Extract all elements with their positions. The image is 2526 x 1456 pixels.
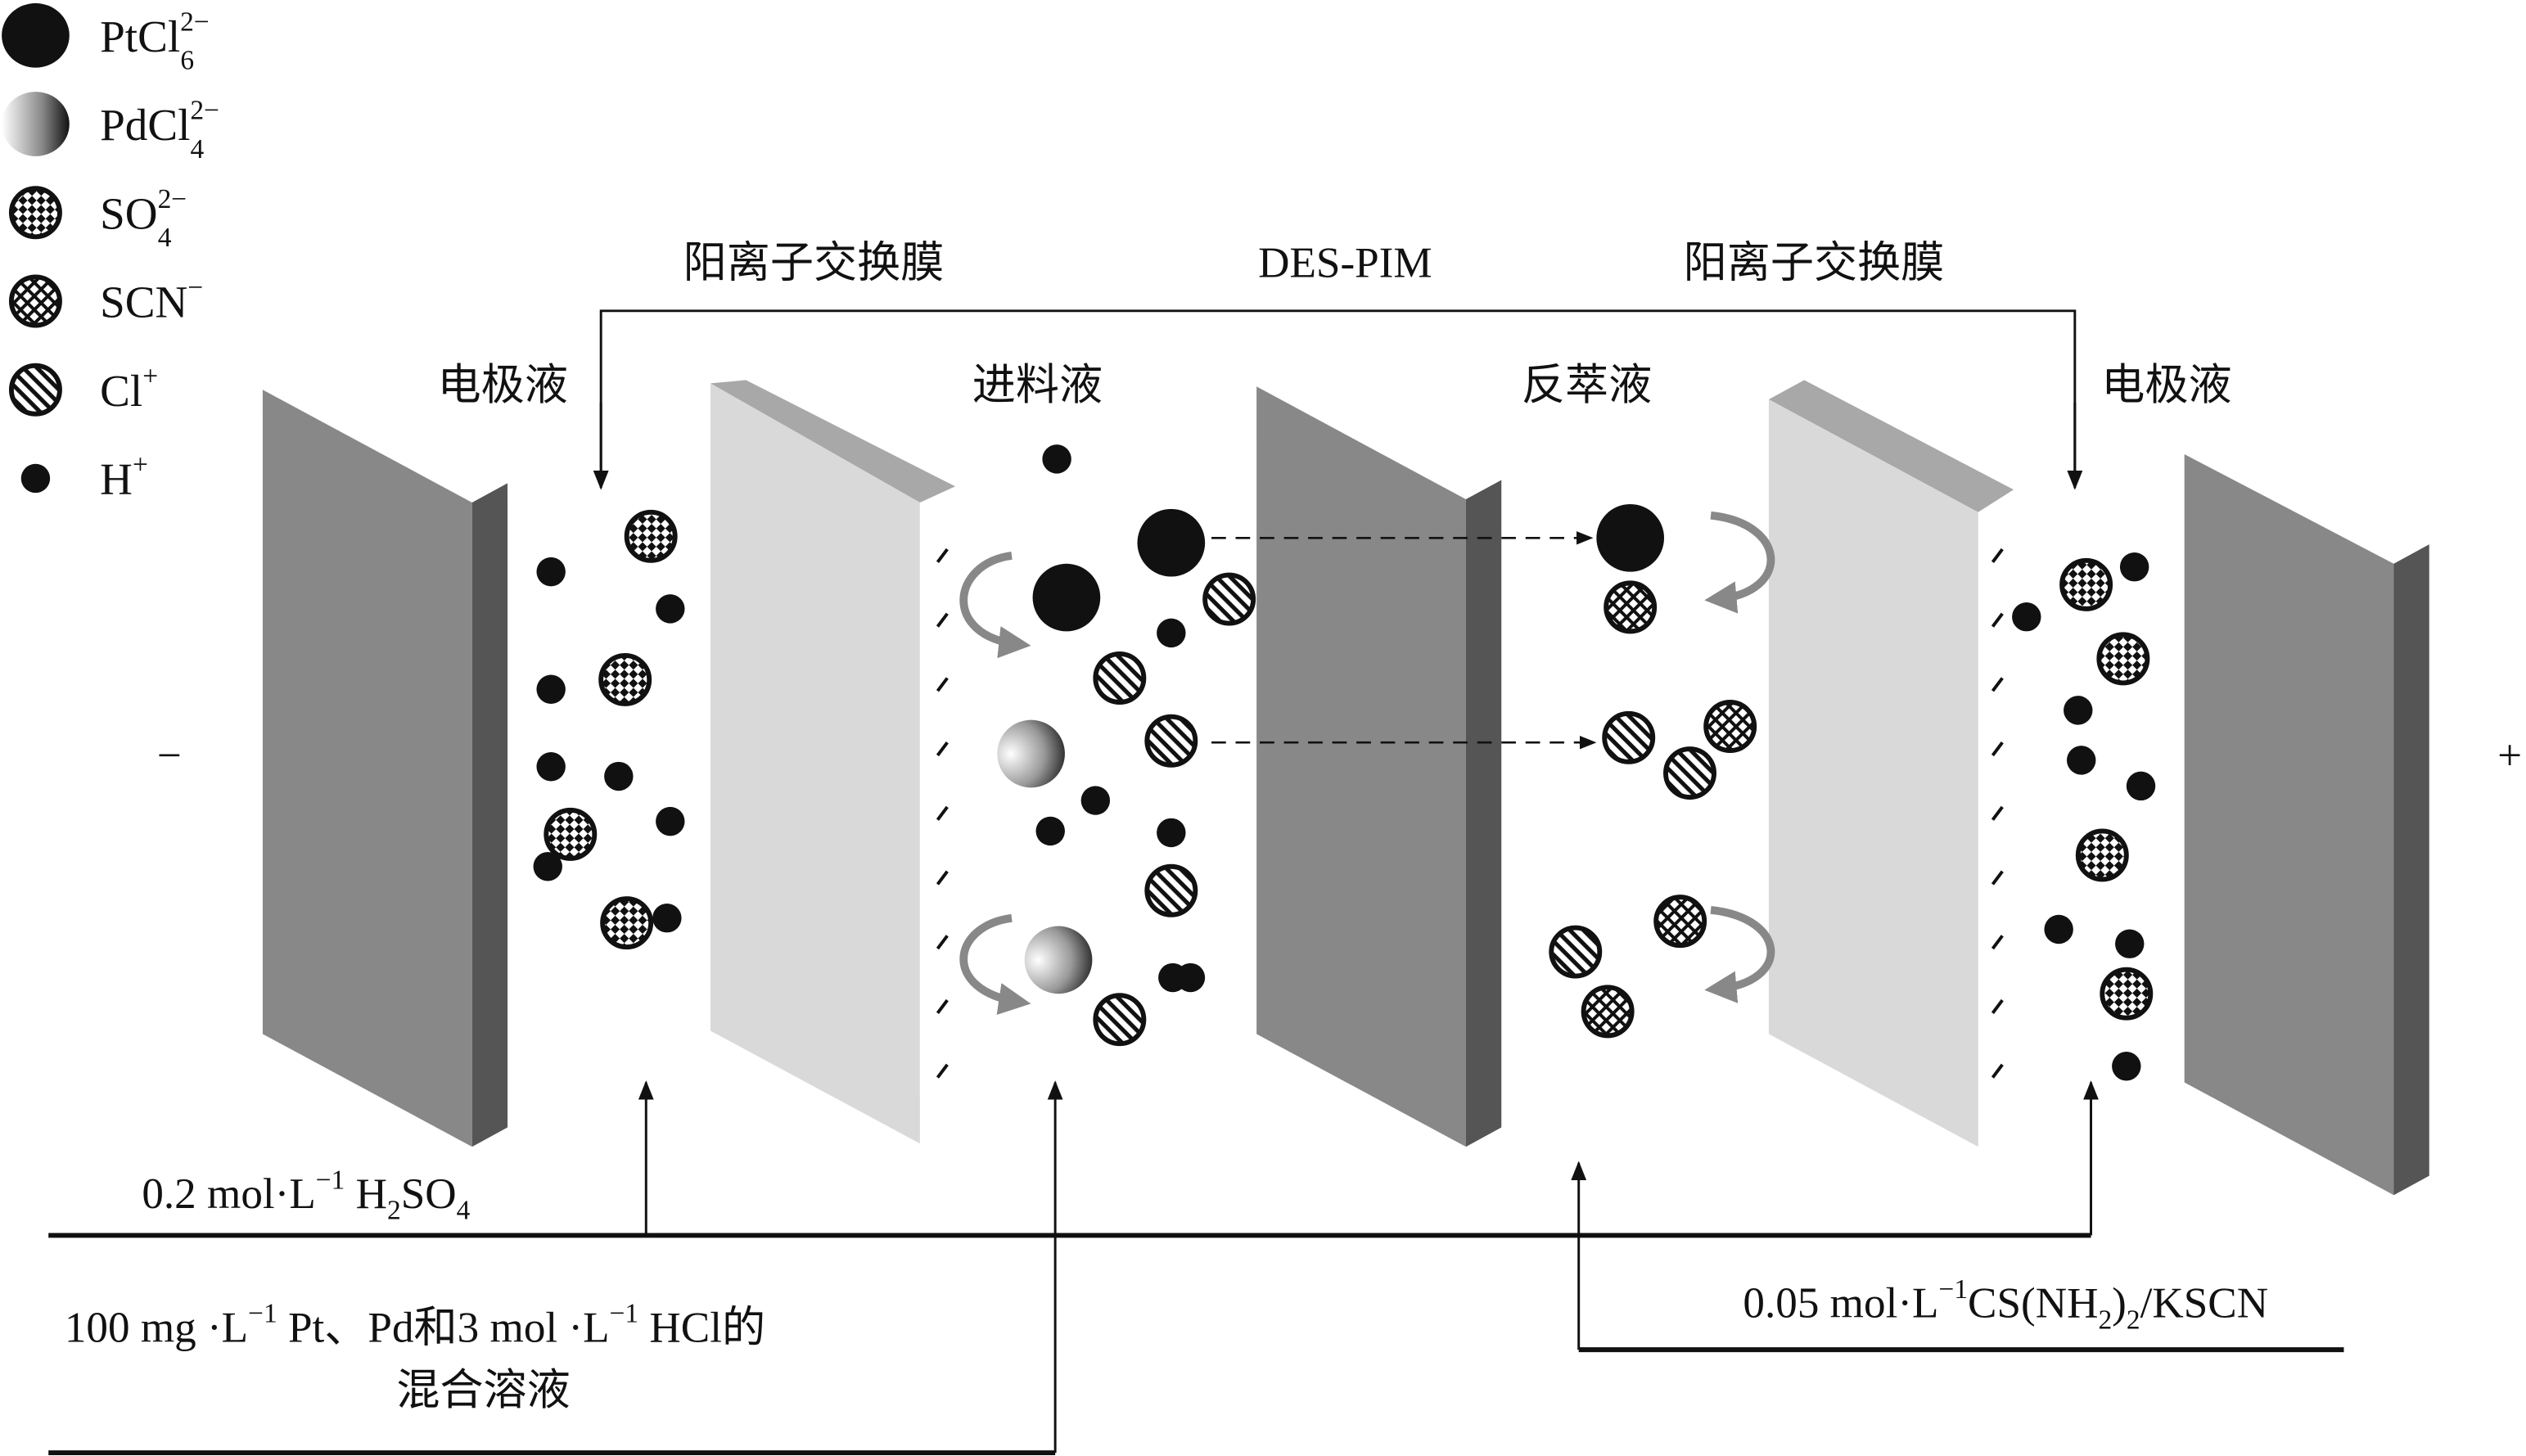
pdcl4-ion xyxy=(1024,926,1093,994)
h-ion xyxy=(2044,914,2073,944)
h-ion xyxy=(656,594,685,624)
label-electrolyte-left: 电极液 xyxy=(437,362,567,409)
cation-exchange-membrane-left xyxy=(710,380,956,1144)
legend-scn-icon xyxy=(8,274,62,328)
membrane-surface-marks xyxy=(936,548,2004,1079)
ion-particles xyxy=(533,444,2156,1081)
feed-solution-label-line2: 混合溶液 xyxy=(396,1367,571,1414)
electrolyte-solution-label: 0.2 mol·L−1 H2SO4 xyxy=(142,1165,470,1225)
cl-ion xyxy=(1144,863,1198,917)
pdcl4-ion xyxy=(997,719,1065,788)
h-ion xyxy=(536,557,566,587)
h-ion xyxy=(2112,1052,2141,1081)
so4-ion xyxy=(2075,828,2129,882)
cl-ion xyxy=(1093,651,1147,705)
h-ion xyxy=(2126,771,2156,801)
so4-ion xyxy=(2100,967,2154,1021)
h-ion xyxy=(656,806,685,836)
legend-label: SCN− xyxy=(100,273,203,327)
h-ion xyxy=(2066,746,2096,775)
ptcl6-ion xyxy=(1137,508,1206,577)
so4-ion xyxy=(2059,557,2113,611)
label-membrane-right: 阳离子交换膜 xyxy=(1684,239,1945,286)
des-pim-membrane xyxy=(1256,386,1502,1147)
label-des-pim: DES-PIM xyxy=(1258,239,1432,286)
so4-ion xyxy=(600,896,654,950)
legend-label: PdCl2−4 xyxy=(100,96,219,165)
scn-ion xyxy=(1703,700,1757,754)
label-electrolyte-right: 电极液 xyxy=(2101,362,2231,409)
h-ion xyxy=(2064,696,2093,725)
scn-ion xyxy=(1581,985,1635,1039)
h-ion xyxy=(2119,552,2149,582)
so4-ion xyxy=(598,652,652,706)
cathode-electrode xyxy=(262,390,508,1147)
legend-label: SO2−4 xyxy=(100,184,187,253)
inlet-lines xyxy=(48,1080,2344,1456)
h-ion xyxy=(1157,818,1186,848)
cl-ion xyxy=(1202,572,1256,626)
h-ion xyxy=(652,904,682,933)
cl-ion xyxy=(1602,710,1656,764)
legend-cl-icon xyxy=(8,363,62,417)
circulation-arrows xyxy=(959,511,1775,1016)
legend-ptcl6-icon xyxy=(2,2,70,68)
legend-label: PtCl2−6 xyxy=(100,7,210,75)
scn-ion xyxy=(1604,580,1658,634)
h-ion xyxy=(604,761,634,791)
legend-label: H+ xyxy=(100,450,148,505)
h-ion xyxy=(536,674,566,704)
ptcl6-ion xyxy=(1032,563,1101,632)
h-ion xyxy=(1080,786,1111,815)
feed-solution-label: 100 mg ·L−1 Pt、Pd和3 mol ·L−1 HCl的 xyxy=(65,1299,765,1352)
legend-label: Cl+ xyxy=(100,361,158,416)
label-feed: 进料液 xyxy=(972,362,1103,409)
anode-electrode xyxy=(2184,453,2429,1196)
electrolyte-circulation-line xyxy=(599,309,2077,484)
h-ion xyxy=(536,752,566,782)
legend-pdcl4-icon xyxy=(2,92,70,156)
positive-sign: + xyxy=(2497,733,2522,780)
h-ion xyxy=(1157,618,1186,648)
ptcl6-ion xyxy=(1596,503,1665,572)
cl-ion xyxy=(1663,746,1716,800)
so4-ion xyxy=(624,509,678,563)
h-ion xyxy=(2115,929,2145,958)
cl-ion xyxy=(1144,714,1198,768)
so4-ion xyxy=(2096,632,2150,686)
legend-h-icon xyxy=(20,463,51,494)
cl-ion xyxy=(1093,993,1147,1047)
legend-so4-icon xyxy=(8,186,62,240)
h-ion xyxy=(1035,816,1065,846)
label-membrane-left: 阳离子交换膜 xyxy=(683,239,945,286)
h-ion xyxy=(1175,962,1206,993)
scn-ion xyxy=(1653,895,1707,949)
so4-ion xyxy=(544,807,598,861)
negative-sign: − xyxy=(157,733,182,780)
label-strip: 反萃液 xyxy=(1522,362,1652,409)
cation-exchange-membrane-right xyxy=(1768,380,2014,1147)
h-ion xyxy=(1042,444,1071,474)
h-ion xyxy=(2012,602,2041,632)
strip-solution-label: 0.05 mol·L−1CS(NH2)2/KSCN xyxy=(1743,1274,2268,1335)
cl-ion xyxy=(1549,925,1603,979)
h-ion xyxy=(533,852,562,881)
